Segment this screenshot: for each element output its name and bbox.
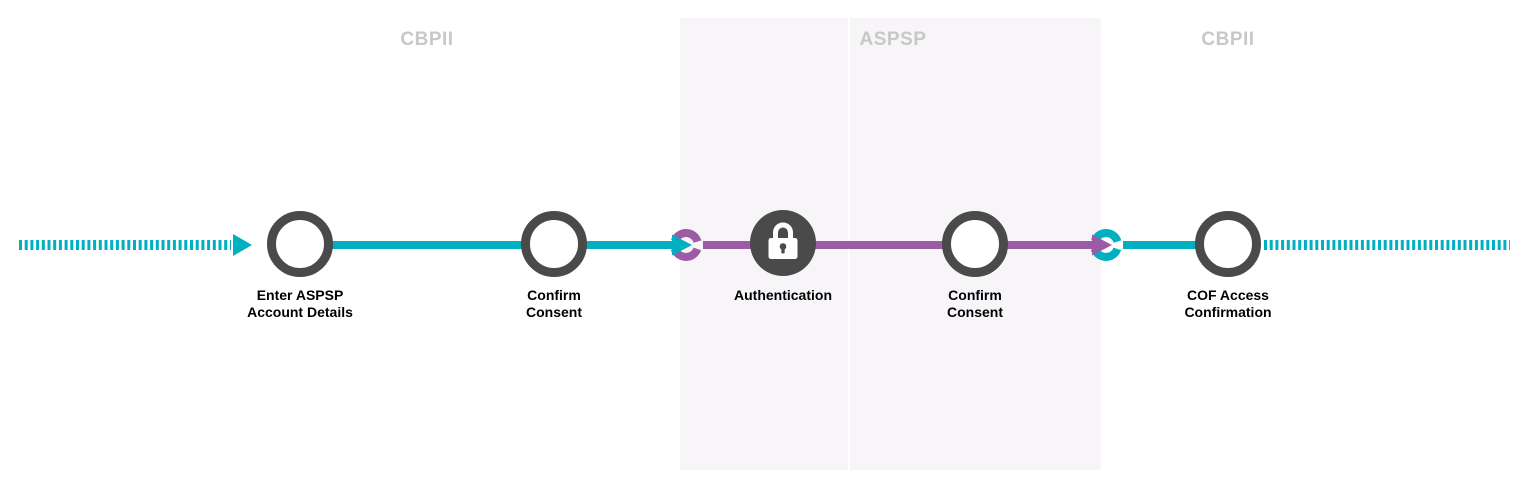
step-label-confirm-consent-1: Confirm Consent — [526, 287, 582, 320]
step-node-confirm-consent-2 — [942, 211, 1008, 277]
step-label-enter-aspsp-account-details: Enter ASPSP Account Details — [247, 287, 353, 320]
lock-icon — [768, 222, 798, 259]
section-label-aspsp: ASPSP — [859, 29, 927, 50]
arrowhead-teal-into-aspsp-icon — [672, 234, 692, 256]
handover-ring-purple — [670, 229, 702, 261]
arrowhead-left-icon — [233, 234, 252, 256]
section-label-cbpii-right: CBPII — [1201, 29, 1255, 50]
step-label-confirm-consent-2: Confirm Consent — [947, 287, 1003, 320]
step-node-cof-access-confirmation — [1195, 211, 1261, 277]
section-label-cbpii-left: CBPII — [400, 29, 454, 50]
handover-ring-teal — [1090, 229, 1122, 261]
step-label-cof-access-confirmation: COF Access Confirmation — [1184, 287, 1272, 320]
arrowhead-purple-out-of-aspsp-icon — [1092, 234, 1112, 256]
step-node-enter-aspsp-account-details — [267, 211, 333, 277]
step-label-authentication: Authentication — [734, 287, 832, 303]
step-node-confirm-consent-1 — [521, 211, 587, 277]
